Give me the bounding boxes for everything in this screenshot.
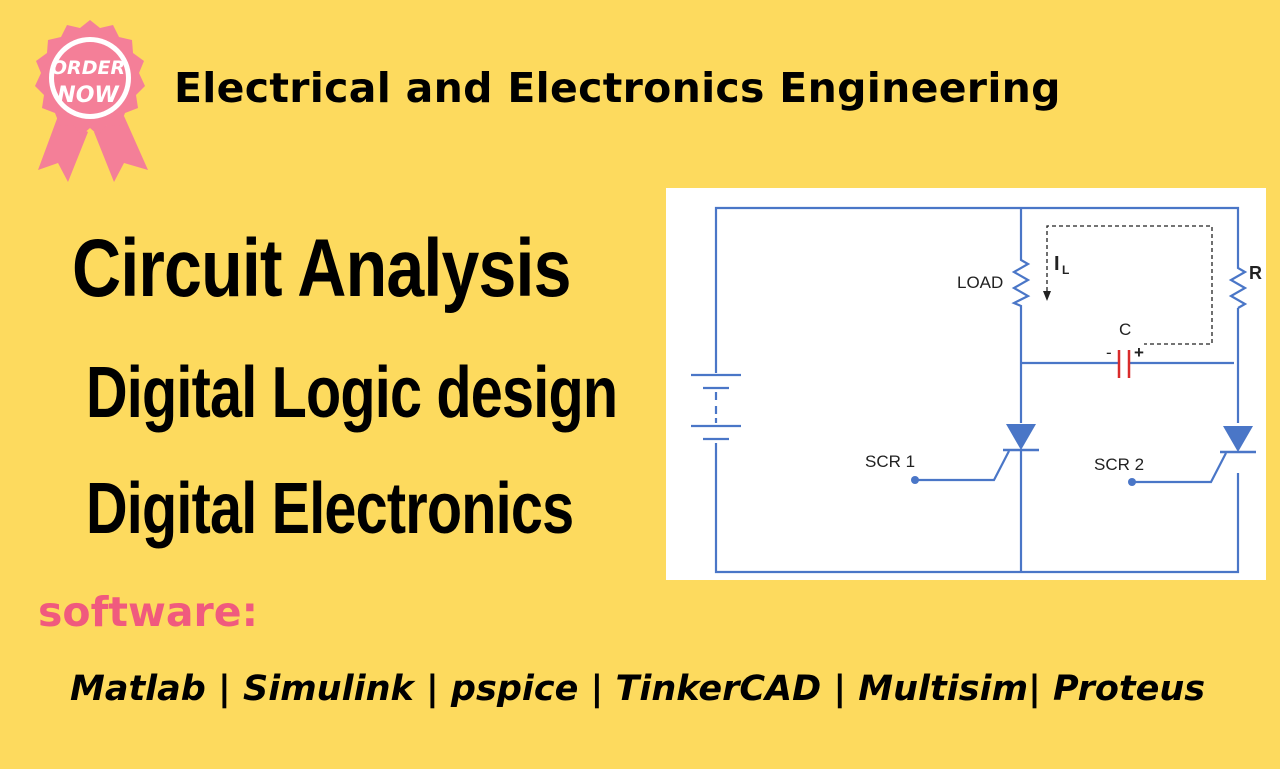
scr2-gate-lead [1133,452,1227,484]
bottom-wire [714,443,1240,574]
current-arrow-icon [1043,291,1051,301]
cap-minus-label: - [1106,343,1112,362]
header-title: Electrical and Electronics Engineering [174,64,1061,112]
topic-digital-electronics: Digital Electronics [86,469,574,549]
badge-line-1: ORDER [51,57,125,79]
current-subscript: L [1062,263,1069,277]
load-label: LOAD [957,273,1003,292]
scr1-gate-lead [916,450,1010,482]
order-now-badge-icon: ORDER NOW [35,20,148,182]
scr2-gate-terminal [1128,478,1136,486]
cap-plus-label: + [1134,343,1144,362]
top-wire [714,206,1240,373]
software-tools-list: Matlab | Simulink | pspice | TinkerCAD |… [70,669,1206,709]
topic-digital-logic-design: Digital Logic design [86,353,618,433]
capacitor-label: C [1119,320,1131,339]
scr1-icon [1006,424,1036,450]
scr1-gate-terminal [911,476,919,484]
badge-line-2: NOW [57,83,120,108]
scr2-icon [1223,426,1253,452]
load-resistor-icon [1011,253,1031,308]
software-label: software: [38,588,258,636]
scr1-label: SCR 1 [865,452,915,471]
circuit-diagram: LOAD I L R C - + SCR 1 SCR 2 [666,188,1266,580]
r-resistor-icon [1228,263,1248,309]
scr2-label: SCR 2 [1094,455,1144,474]
topic-circuit-analysis: Circuit Analysis [72,223,571,314]
resistor-label: R [1249,263,1262,283]
current-label: I [1054,253,1060,275]
battery-icon [691,373,741,441]
